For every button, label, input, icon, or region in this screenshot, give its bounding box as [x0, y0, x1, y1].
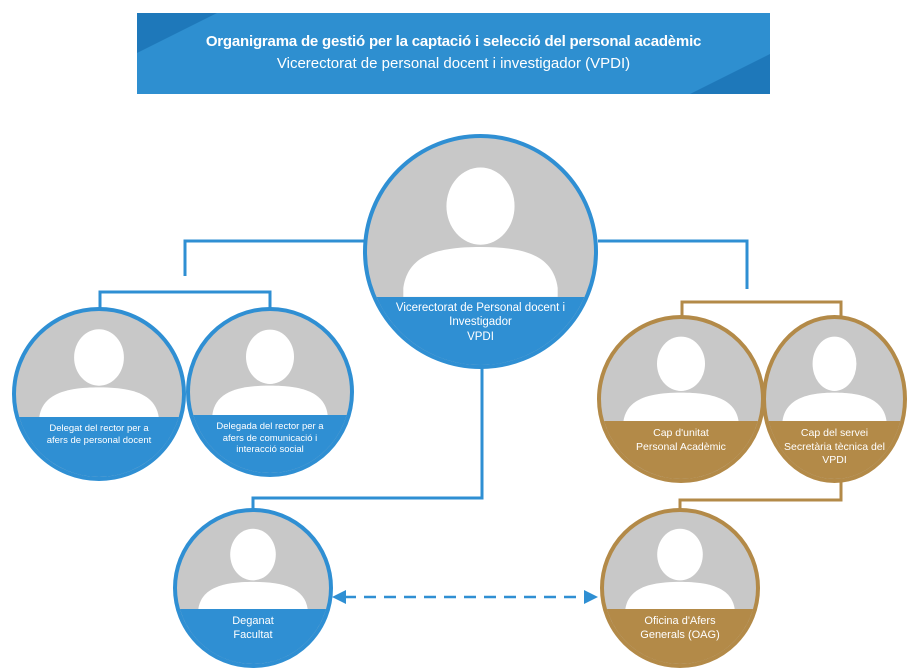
node-oag-label: Oficina d'Afers Generals (OAG): [640, 615, 720, 642]
arrowhead-left: [332, 590, 346, 604]
person-icon: [403, 167, 558, 297]
node-delegada: Delegada del rector per a afers de comun…: [186, 307, 354, 477]
node-deganat-label: Deganat Facultat: [232, 615, 274, 642]
node-delegat-label: Delegat del rector per a afers de person…: [46, 423, 152, 447]
node-cap-unitat: Cap d'unitat Personal Acadèmic: [597, 315, 765, 483]
node-delegat: Delegat del rector per a afers de person…: [12, 307, 186, 481]
node-cap-unitat-label: Cap d'unitat Personal Acadèmic: [636, 427, 726, 453]
node-cap-servei: Cap del servei Secretària tècnica del VP…: [762, 315, 907, 483]
person-icon: [198, 528, 308, 616]
node-deganat: Deganat Facultat: [173, 508, 333, 668]
diagram-title: Organigrama de gestió per la captació i …: [205, 33, 702, 50]
connector-delegats-bar: [98, 290, 272, 308]
connector-vpdi-right: [598, 239, 749, 289]
node-oag: Oficina d'Afers Generals (OAG): [600, 508, 760, 668]
connector-caps-bar: [680, 300, 843, 316]
node-vpdi: Vicerectorat de Personal docent i Invest…: [363, 134, 598, 369]
connector-servei-oag: [678, 481, 843, 512]
node-vpdi-label: Vicerectorat de Personal docent i Invest…: [395, 301, 566, 343]
person-icon: [623, 336, 739, 428]
connector-vpdi-deganat: [251, 364, 484, 510]
person-icon: [782, 336, 887, 428]
person-icon: [39, 329, 159, 424]
arrowhead-right: [584, 590, 598, 604]
title-banner: Organigrama de gestió per la captació i …: [137, 13, 770, 94]
diagram-subtitle: Vicerectorat de personal docent i invest…: [276, 55, 631, 72]
person-icon: [625, 528, 735, 616]
node-cap-servei-label: Cap del servei Secretària tècnica del VP…: [784, 427, 885, 466]
banner-accent-right: [690, 54, 770, 94]
person-icon: [212, 329, 328, 421]
connector-vpdi-left: [183, 239, 366, 276]
node-delegada-label: Delegada del rector per a afers de comun…: [216, 420, 324, 456]
banner-accent-left: [137, 13, 217, 53]
